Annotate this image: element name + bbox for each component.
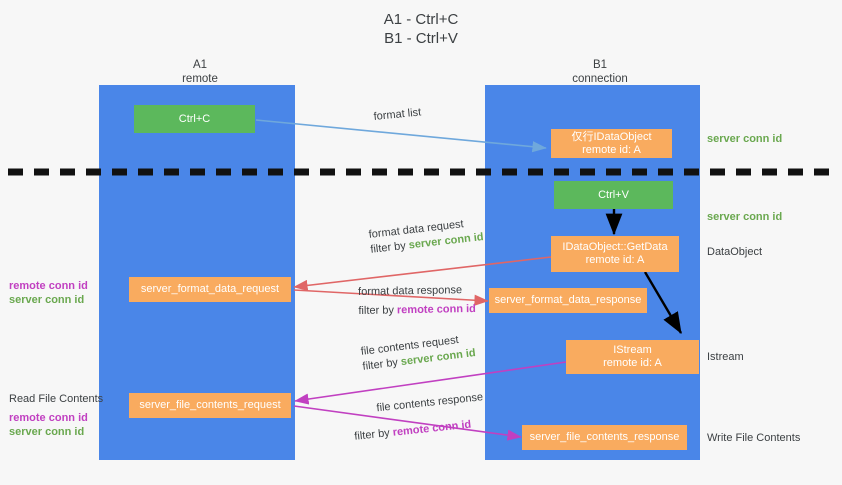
node-server-format-data-request[interactable]: server_format_data_request <box>129 277 291 302</box>
edge-label-file-contents-response-filter: filter by remote conn id <box>354 416 487 445</box>
left-label-server-conn-id-2: server conn id <box>9 426 85 438</box>
node-ctrl-v[interactable]: Ctrl+V <box>554 181 673 209</box>
node-idataobject-getdata[interactable]: IDataObject::GetData remote id: A <box>551 236 679 272</box>
node-server-file-contents-request[interactable]: server_file_contents_request <box>129 393 291 418</box>
node-ctrl-v-label: Ctrl+V <box>598 188 629 201</box>
left-label-remote-conn-id-2: remote conn id <box>9 412 88 424</box>
edge-label-file-contents-response: file contents response filter by remote … <box>351 390 487 445</box>
left-label-server-conn-id-1: server conn id <box>9 294 85 306</box>
left-label-read-file-contents: Read File Contents <box>9 393 104 405</box>
filter-prefix-4: filter by <box>353 427 391 443</box>
edge-label-format-data-request: format data request filter by server con… <box>368 215 484 258</box>
edge-label-format-data-response: format data response filter by remote co… <box>358 283 476 319</box>
node-idataobject-line1: 仅行IDataObject <box>571 130 652 143</box>
right-label-dataobject: DataObject <box>707 246 763 258</box>
node-istream-line2: remote id: A <box>603 357 662 369</box>
diagram-title: A1 - Ctrl+C B1 - Ctrl+V <box>0 10 842 48</box>
edge-label-file-contents-response-text: file contents response <box>375 391 484 415</box>
title-line-1: A1 - Ctrl+C <box>383 11 459 28</box>
left-label-group-format: remote conn id server conn id <box>9 279 88 307</box>
left-label-remote-conn-id-1: remote conn id <box>9 280 88 292</box>
node-idataobject-line2: remote id: A <box>582 143 641 156</box>
node-istream-line1: IStream <box>613 344 652 356</box>
title-line-2: B1 - Ctrl+V <box>384 30 458 47</box>
node-istream[interactable]: IStream remote id: A <box>566 340 699 374</box>
filter-prefix-2: filter by <box>358 304 395 317</box>
node-server-format-data-response[interactable]: server_format_data_response <box>489 288 647 313</box>
filter-key-remote-conn-id-1: remote conn id <box>396 302 476 317</box>
node-format-data-response-label: server_format_data_response <box>494 294 642 306</box>
right-label-server-conn-id-1: server conn id <box>707 133 783 145</box>
node-file-contents-request-label: server_file_contents_request <box>139 399 281 411</box>
filter-prefix-3: filter by <box>361 356 399 373</box>
filter-key-remote-conn-id-2: remote conn id <box>392 418 472 439</box>
lane-a1-sub: remote <box>182 73 218 85</box>
lane-header-b1: B1 connection <box>540 58 660 86</box>
edge-label-file-contents-request: file contents request filter by server c… <box>360 331 477 375</box>
node-ctrl-c[interactable]: Ctrl+C <box>134 105 255 133</box>
node-format-data-request-label: server_format_data_request <box>140 283 280 295</box>
right-label-write-file-contents: Write File Contents <box>707 432 801 444</box>
filter-prefix-1: filter by <box>369 239 407 256</box>
lane-b1-name: B1 <box>592 59 608 71</box>
node-ctrl-c-label: Ctrl+C <box>178 112 211 125</box>
lane-b1-sub: connection <box>572 73 628 85</box>
node-getdata-line1: IDataObject::GetData <box>562 241 668 253</box>
left-label-group-file: remote conn id server conn id <box>9 411 88 439</box>
node-idataobject-remote[interactable]: 仅行IDataObject remote id: A <box>551 129 672 158</box>
edge-label-format-data-response-text: format data response <box>358 284 463 298</box>
edge-label-format-list: format list <box>373 106 422 123</box>
node-getdata-line2: remote id: A <box>585 254 645 266</box>
edge-label-format-data-response-filter: filter by remote conn id <box>358 302 476 319</box>
node-server-file-contents-response[interactable]: server_file_contents_response <box>522 425 687 450</box>
lane-a1-name: A1 <box>192 59 208 71</box>
lane-header-a1: A1 remote <box>140 58 260 86</box>
right-label-istream: Istream <box>707 351 744 363</box>
node-file-contents-response-label: server_file_contents_response <box>529 431 680 443</box>
right-label-server-conn-id-2: server conn id <box>707 211 783 223</box>
